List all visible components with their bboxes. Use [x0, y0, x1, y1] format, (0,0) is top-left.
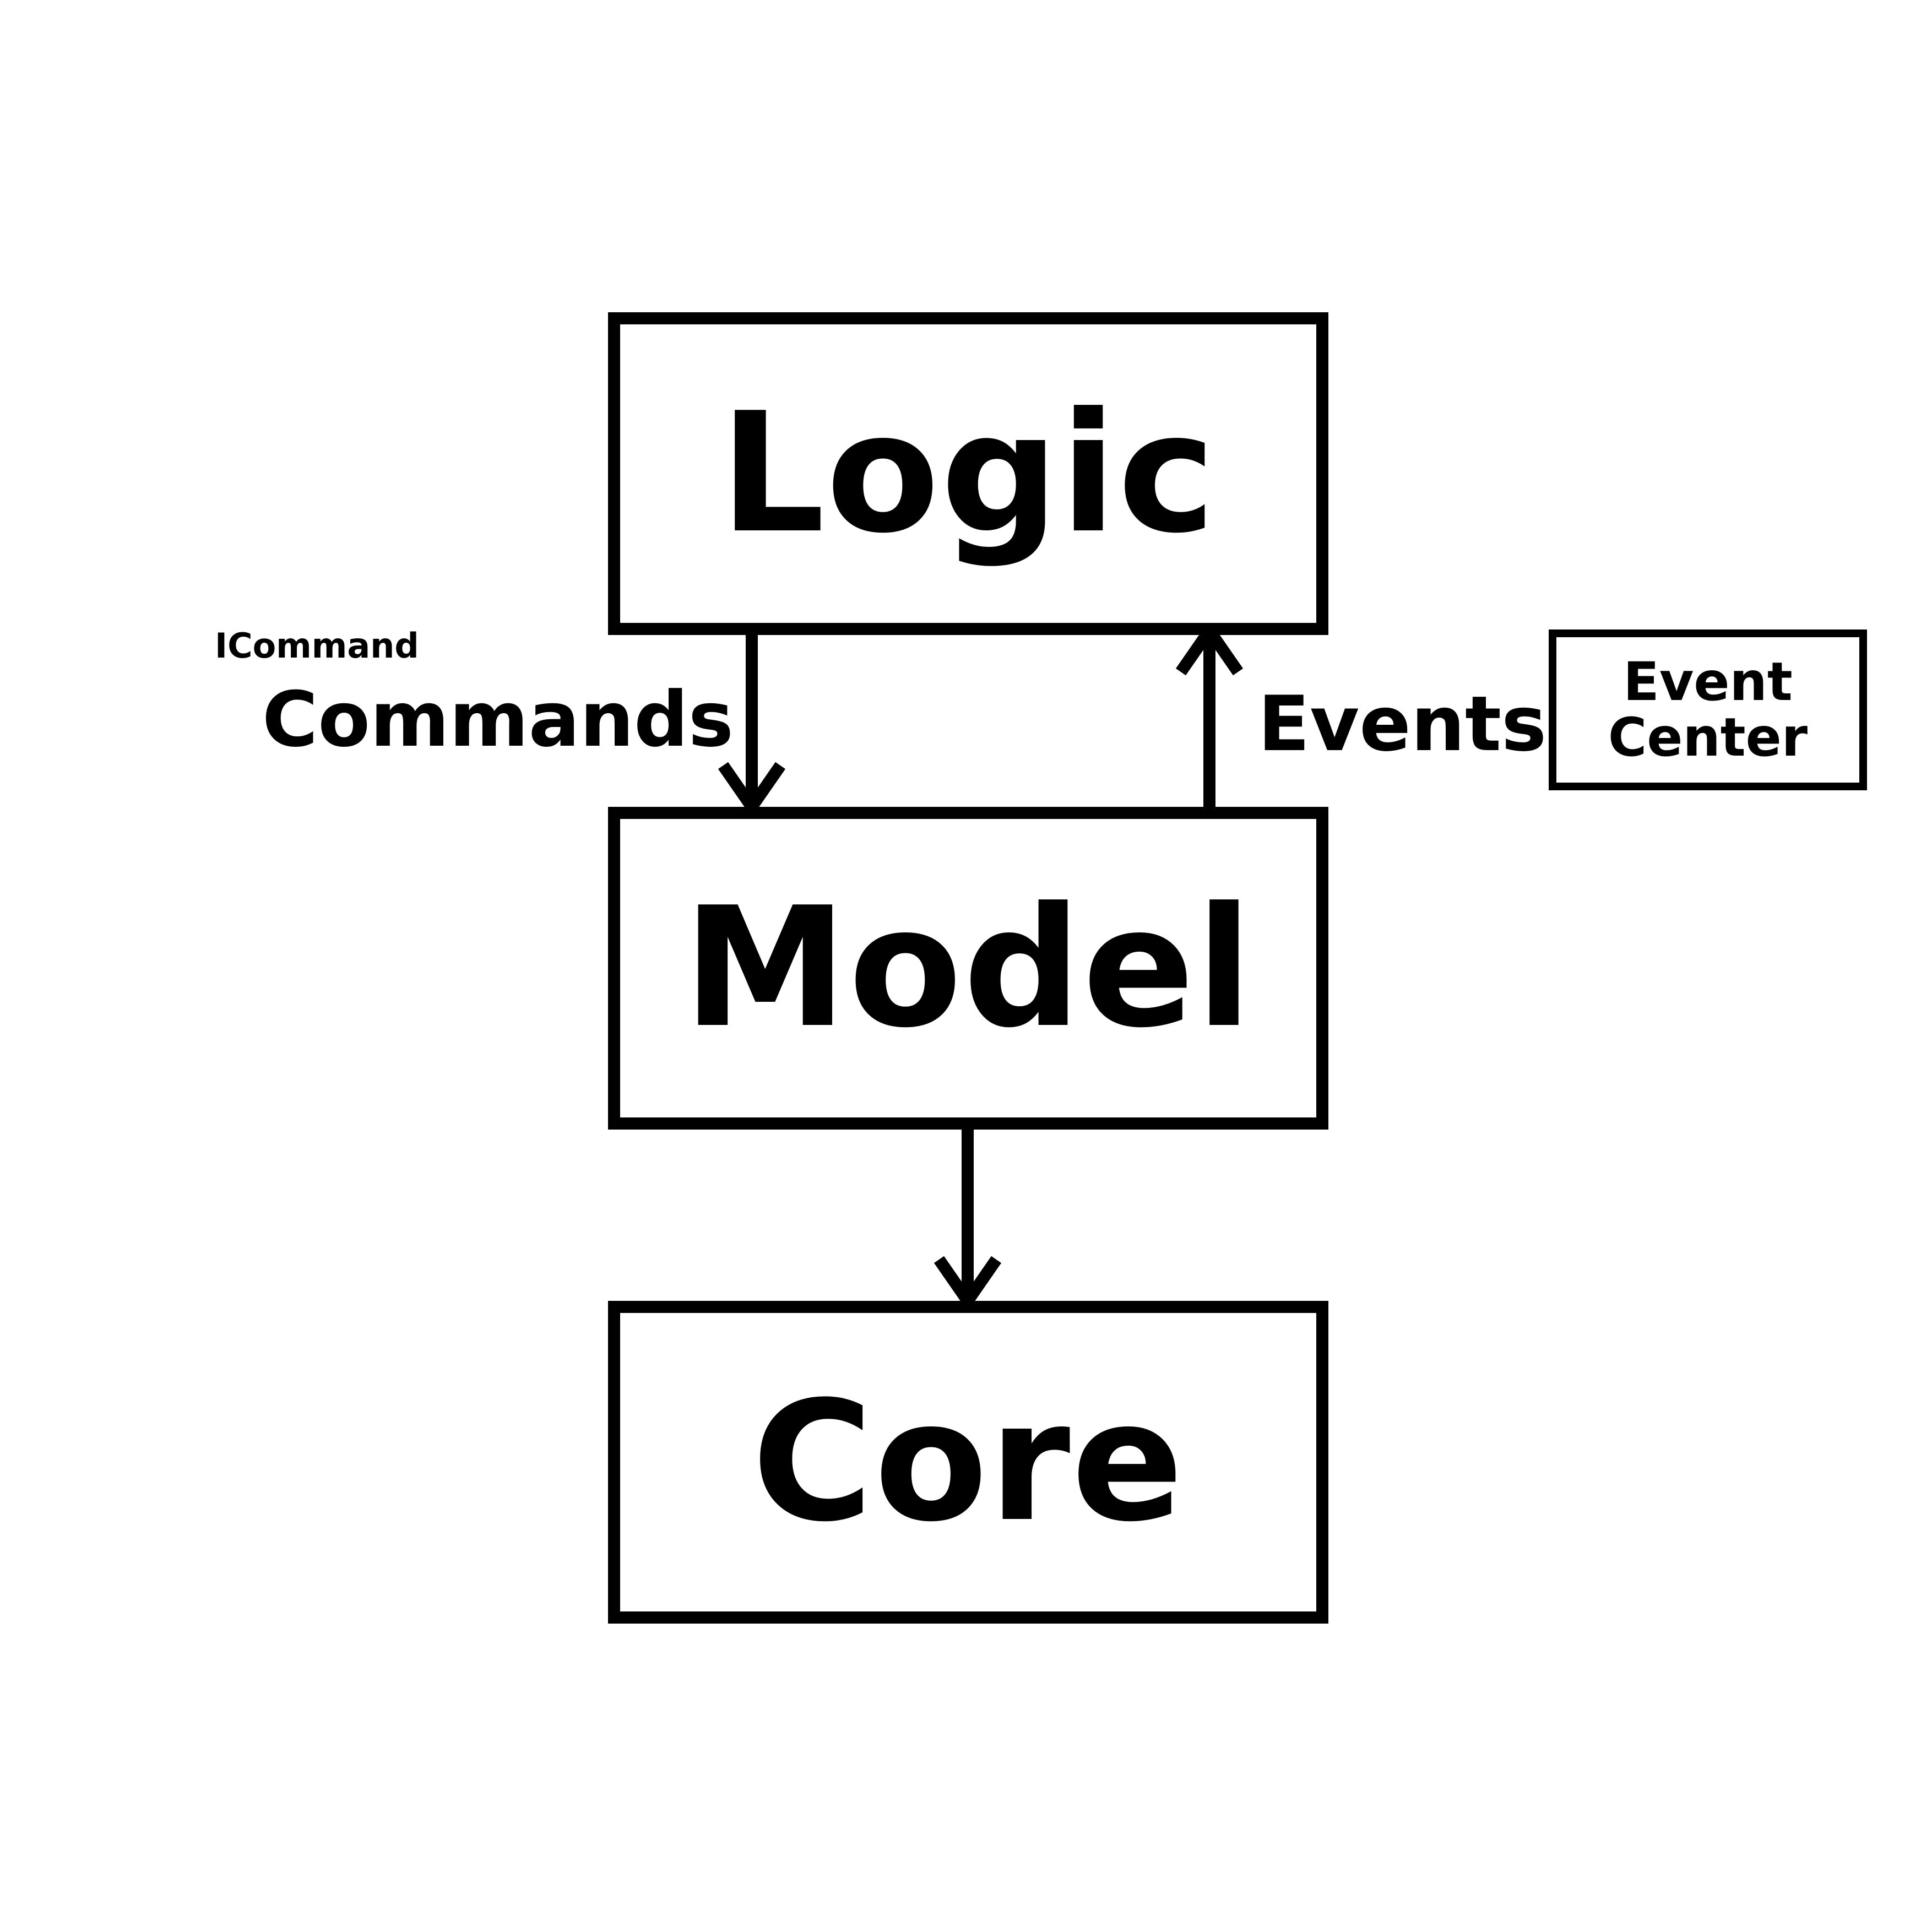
event-center-label-line-1: Event: [1623, 651, 1793, 713]
commands-label: Commands: [262, 675, 734, 764]
model-to-core-arrow: [934, 1130, 1002, 1312]
events-label: Events: [1258, 680, 1547, 768]
logic-label: Logic: [719, 377, 1217, 569]
model-label: Model: [683, 872, 1253, 1064]
event-center-node: Event Center: [1549, 629, 1867, 790]
icommand-label: ICommand: [215, 626, 419, 666]
model-node: Model: [608, 807, 1328, 1130]
event-center-label-line-2: Center: [1608, 707, 1808, 768]
core-node: Core: [608, 1301, 1328, 1624]
events-arrow: [1175, 620, 1244, 807]
logic-node: Logic: [608, 312, 1328, 635]
core-label: Core: [752, 1366, 1185, 1558]
